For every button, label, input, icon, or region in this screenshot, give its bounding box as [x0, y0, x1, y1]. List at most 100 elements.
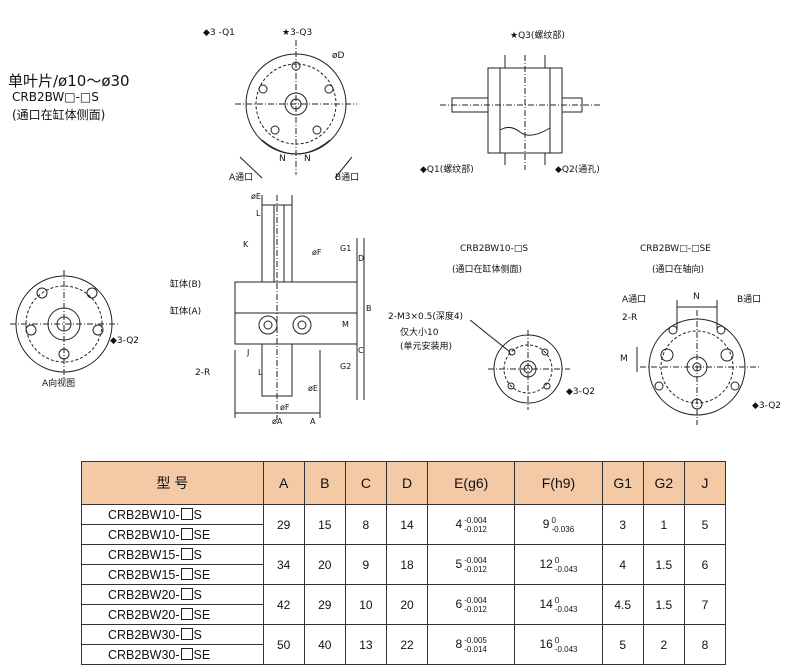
tl-port-a-label: A通口	[229, 173, 254, 183]
tolerance-upper: -0.004	[464, 555, 487, 565]
sv-phi-e-bottom: øE	[308, 384, 318, 393]
sv-phi-a: øA	[272, 417, 283, 426]
tolerance-lower: -0.043	[554, 644, 578, 654]
tolerance-lower: -0.043	[554, 604, 578, 614]
model-cell: CRB2BW10-S	[81, 504, 264, 525]
cell-c: 10	[344, 584, 387, 625]
se-n: N	[693, 292, 700, 302]
cell-e: 8-0.005-0.014	[427, 624, 516, 665]
sv-l-bottom: L	[258, 368, 263, 377]
tolerance-upper: 0	[554, 595, 560, 605]
model-name: CRB2BW10-	[108, 507, 180, 522]
model-suffix: S	[193, 547, 202, 562]
model-cell: CRB2BW30- S	[81, 624, 264, 645]
se-title: CRB2BW□-□SE	[640, 244, 711, 254]
header-j: J	[683, 461, 727, 505]
header-c: C	[344, 461, 387, 505]
cell-c: 13	[344, 624, 387, 665]
tolerance: 0-0.036	[551, 516, 574, 534]
heading-line2: CRB2BW□-□S	[12, 90, 99, 104]
model-cell: CRB2BW15-SE	[81, 564, 264, 585]
header-g1: G1	[601, 461, 644, 505]
tl-n1-label: N	[279, 154, 286, 164]
end-view-top-left	[235, 40, 357, 179]
tolerance: 0-0.043	[555, 596, 578, 614]
se-q2: ◆3-Q2	[752, 401, 782, 411]
tolerance-lower: -0.012	[464, 604, 487, 614]
tolerance-upper: 0	[551, 515, 556, 525]
tolerance-upper: -0.004	[464, 595, 487, 605]
header-a: A	[262, 461, 305, 505]
center-side-view	[234, 195, 365, 420]
placeholder-box	[180, 567, 193, 580]
cell-g2: 1.5	[642, 544, 685, 585]
s10-note1: 2-M3×0.5(深度4)	[388, 312, 464, 322]
cell-g2: 2	[642, 624, 685, 665]
sv-body-a: 缸体(A)	[170, 307, 202, 317]
placeholder-box	[180, 527, 193, 540]
model-cell: CRB2BW20-SE	[81, 604, 264, 625]
sv-phi-f-bottom: øF	[280, 403, 290, 412]
sv-k: K	[243, 240, 249, 249]
tl-phi-d-label: øD	[332, 51, 345, 61]
sv-m: M	[342, 320, 349, 329]
tr-q1-label: ◆Q1(螺纹部)	[420, 165, 474, 175]
tl-n2-label: N	[304, 154, 311, 164]
se-port-b: B通口	[737, 295, 762, 305]
s10-subtitle: (通口在缸体侧面)	[452, 265, 523, 275]
cell-d: 14	[385, 504, 429, 545]
nominal-value: 4	[455, 516, 463, 531]
model-name: CRB2BW30-	[108, 627, 180, 642]
model-suffix: S	[193, 587, 202, 602]
model-cell: CRB2BW10-SE	[81, 524, 264, 545]
model-suffix: SE	[193, 607, 211, 622]
model-name: CRB2BW15-	[108, 567, 180, 582]
cell-c: 8	[344, 504, 387, 545]
nominal-value: 9	[542, 516, 550, 531]
tl-q3-label: ★3-Q3	[282, 28, 313, 38]
tl-q1-label: ◆3 -Q1	[203, 28, 235, 38]
header-b: B	[303, 461, 346, 505]
nominal-value: 5	[455, 556, 463, 571]
nominal-value: 14	[539, 596, 553, 611]
model-name: CRB2BW10-	[108, 527, 180, 542]
tolerance: -0.004-0.012	[464, 556, 487, 574]
nominal-value: 16	[539, 636, 553, 651]
cell-c: 9	[344, 544, 387, 585]
sv-j: J	[247, 348, 250, 357]
placeholder-box	[180, 627, 193, 640]
cell-e: 6-0.004-0.012	[427, 584, 516, 625]
tolerance-lower: -0.012	[464, 564, 487, 574]
sv-g1: G1	[340, 244, 352, 253]
cell-d: 18	[385, 544, 429, 585]
cell-b: 29	[303, 584, 346, 625]
header-g2: G2	[642, 461, 685, 505]
model-suffix: S	[193, 627, 202, 642]
tolerance-lower: -0.043	[554, 564, 578, 574]
table-header-row: 型 号 A B C D E(g6) F(h9) G1 G2 J	[81, 461, 727, 505]
s10-q2: ◆3-Q2	[566, 387, 596, 397]
placeholder-box	[180, 507, 193, 520]
header-e: E(g6)	[427, 461, 516, 505]
spec-table: 型 号 A B C D E(g6) F(h9) G1 G2 J CRB2BW10…	[81, 461, 727, 665]
cell-a: 34	[262, 544, 305, 585]
table-row: CRB2BW10-SE	[81, 524, 726, 545]
cell-e: 5-0.004-0.012	[427, 544, 516, 585]
tolerance-upper: 0	[554, 555, 560, 565]
s10-note2: 仅大小10	[400, 328, 439, 338]
cell-g1: 3	[601, 504, 644, 545]
technical-drawing	[10, 40, 760, 425]
cell-j: 6	[683, 544, 727, 585]
tolerance: -0.004-0.012	[464, 596, 487, 614]
placeholder-box	[180, 587, 193, 600]
side-view-top-right	[440, 55, 600, 170]
tr-q3-label: ★Q3(螺纹部)	[510, 31, 565, 41]
cell-b: 20	[303, 544, 346, 585]
model-cell: CRB2BW20-S	[81, 584, 264, 605]
